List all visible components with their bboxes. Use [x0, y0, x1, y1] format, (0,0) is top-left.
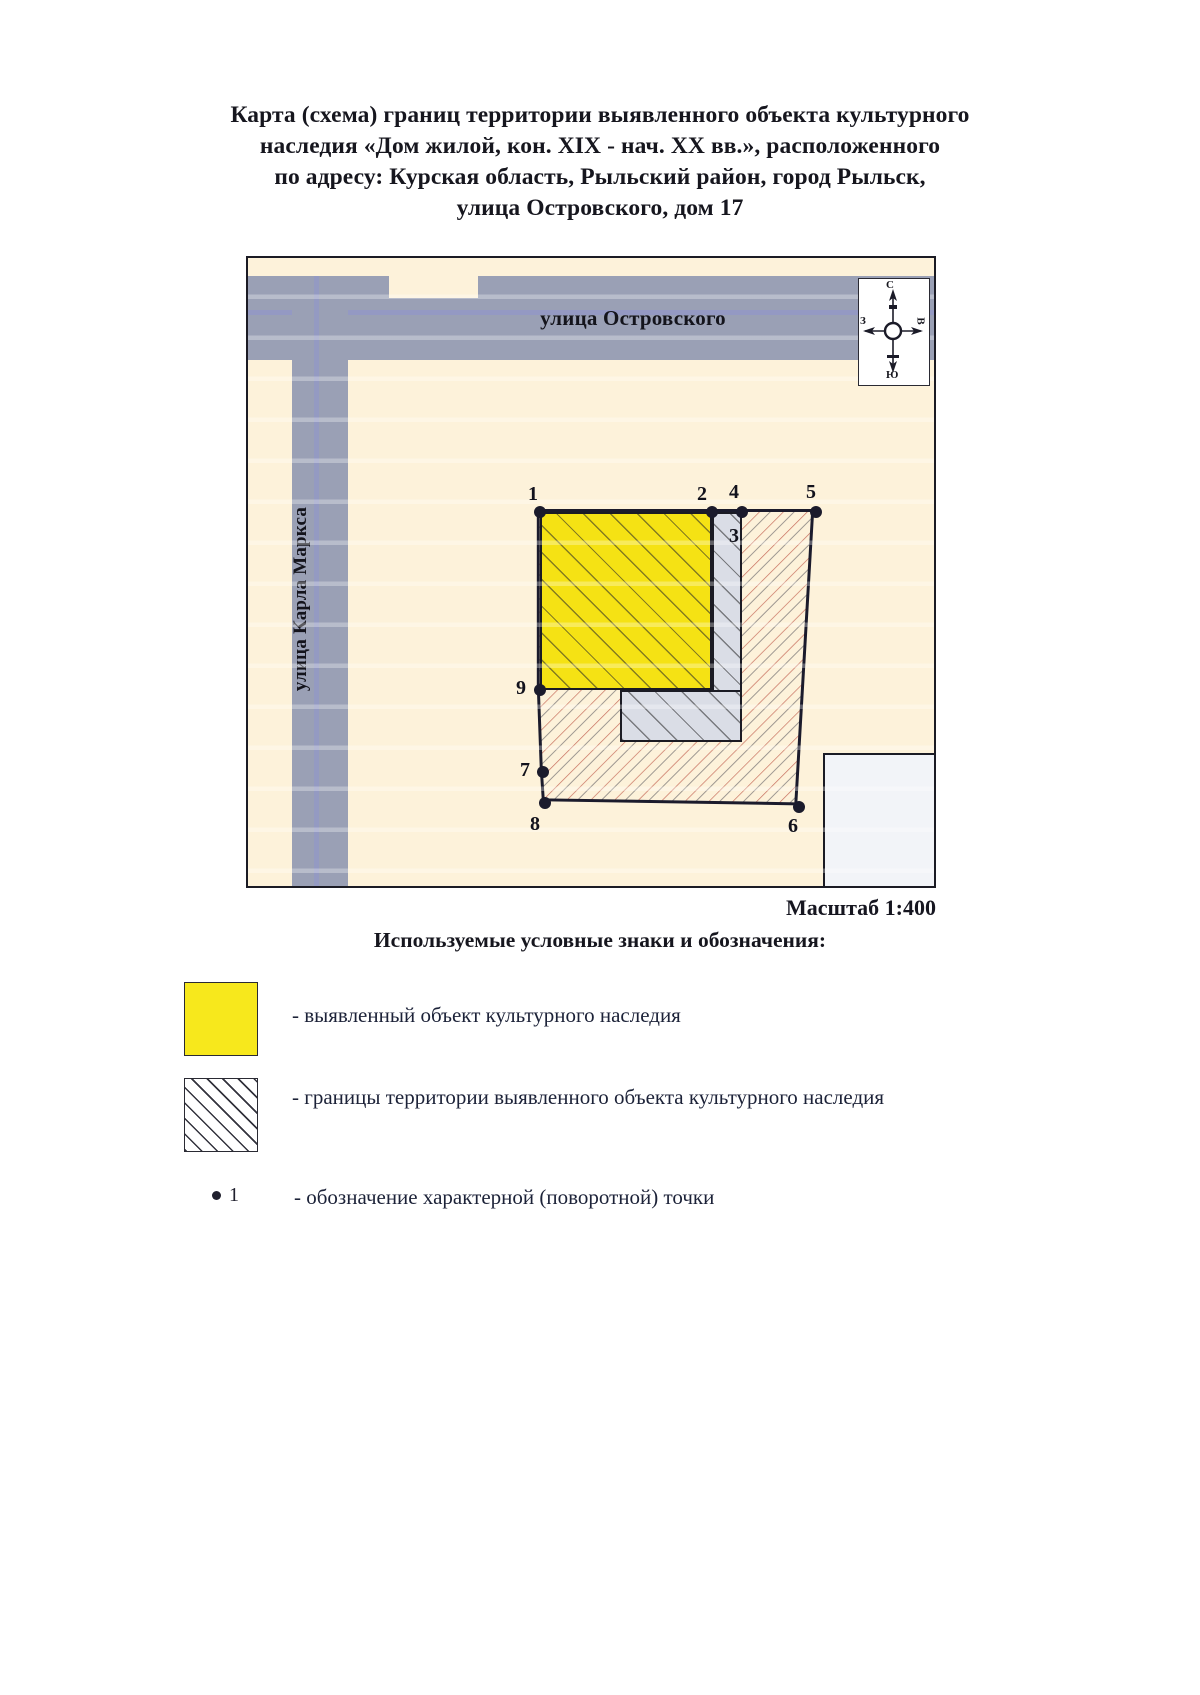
compass-rose: С Ю З В	[858, 278, 930, 386]
vertex-label-7: 7	[520, 759, 530, 781]
legend-label-turning-point: - обозначение характерной (поворотной) т…	[294, 1185, 715, 1209]
vertex-label-1: 1	[528, 483, 538, 505]
legend-swatch-hatch-icon	[184, 1078, 258, 1152]
legend-item-heritage-object: - выявленный объект культурного наследия	[184, 982, 1044, 1078]
vertex-point-1[interactable]	[534, 506, 546, 518]
legend-heading: Используемые условные знаки и обозначени…	[373, 928, 827, 952]
vertex-label-9: 9	[516, 677, 526, 699]
vertex-point-8[interactable]	[539, 797, 551, 809]
legend-swatch-yellow-icon	[184, 982, 258, 1056]
compass-rose-icon	[863, 289, 923, 373]
legend-label-heritage-object: - выявленный объект культурного наследия	[292, 1003, 681, 1027]
vertex-point-5[interactable]	[810, 506, 822, 518]
legend-label-territory-boundary: - границы территории выявленного объекта…	[292, 1085, 885, 1109]
legend-swatch-point-icon: 1	[184, 1182, 258, 1208]
vertex-label-2: 2	[697, 483, 707, 505]
legend-point-number: 1	[229, 1183, 239, 1206]
map-canvas: улица Островского улица Карла Маркса 1	[248, 258, 934, 886]
street-ostrovskogo-band	[248, 276, 934, 360]
heritage-object-building	[540, 512, 712, 690]
vertex-point-4[interactable]	[736, 506, 748, 518]
compass-label-east: В	[914, 317, 927, 325]
street-ostrovskogo-centerline	[248, 310, 934, 315]
map-scale-label: Масштаб 1:400	[785, 895, 936, 920]
map-figure: улица Островского улица Карла Маркса 1	[246, 256, 936, 888]
vertex-label-8: 8	[530, 813, 540, 835]
compass-label-west: З	[860, 315, 866, 327]
legend-list: - выявленный объект культурного наследия…	[184, 982, 1044, 1242]
compass-label-north: С	[886, 279, 894, 291]
compass-label-south: Ю	[886, 369, 899, 381]
legend-point-dot-icon	[212, 1190, 221, 1200]
vertex-label-4: 4	[729, 481, 739, 503]
vertex-label-3: 3	[729, 525, 739, 547]
title-line-4: улица Островского, дом 17	[456, 195, 744, 221]
vertex-point-6[interactable]	[793, 801, 805, 813]
street-karla-marksa-band	[292, 276, 348, 886]
annex-building-south	[620, 690, 742, 742]
legend-item-territory-boundary: - границы территории выявленного объекта…	[184, 1078, 1044, 1182]
vertex-label-5: 5	[806, 481, 816, 503]
title-line-2: наследия «Дом жилой, кон. XIX - нач. XX …	[259, 133, 941, 159]
street-intersection-notch	[389, 276, 478, 298]
legend-item-turning-point: 1 - обозначение характерной (поворотной)…	[184, 1182, 1044, 1242]
vertex-point-9[interactable]	[534, 684, 546, 696]
title-line-1: Карта (схема) границ территории выявленн…	[230, 102, 970, 128]
vertex-point-7[interactable]	[537, 766, 549, 778]
vertex-label-6: 6	[788, 815, 798, 837]
page-title: Карта (схема) границ территории выявленн…	[150, 100, 1050, 224]
neighbouring-parcel-box	[823, 753, 934, 886]
street-label-ostrovskogo: улица Островского	[540, 306, 726, 330]
vertex-point-2[interactable]	[706, 506, 718, 518]
street-karla-marksa-centerline	[314, 276, 319, 886]
title-line-3: по адресу: Курская область, Рыльский рай…	[274, 164, 926, 190]
